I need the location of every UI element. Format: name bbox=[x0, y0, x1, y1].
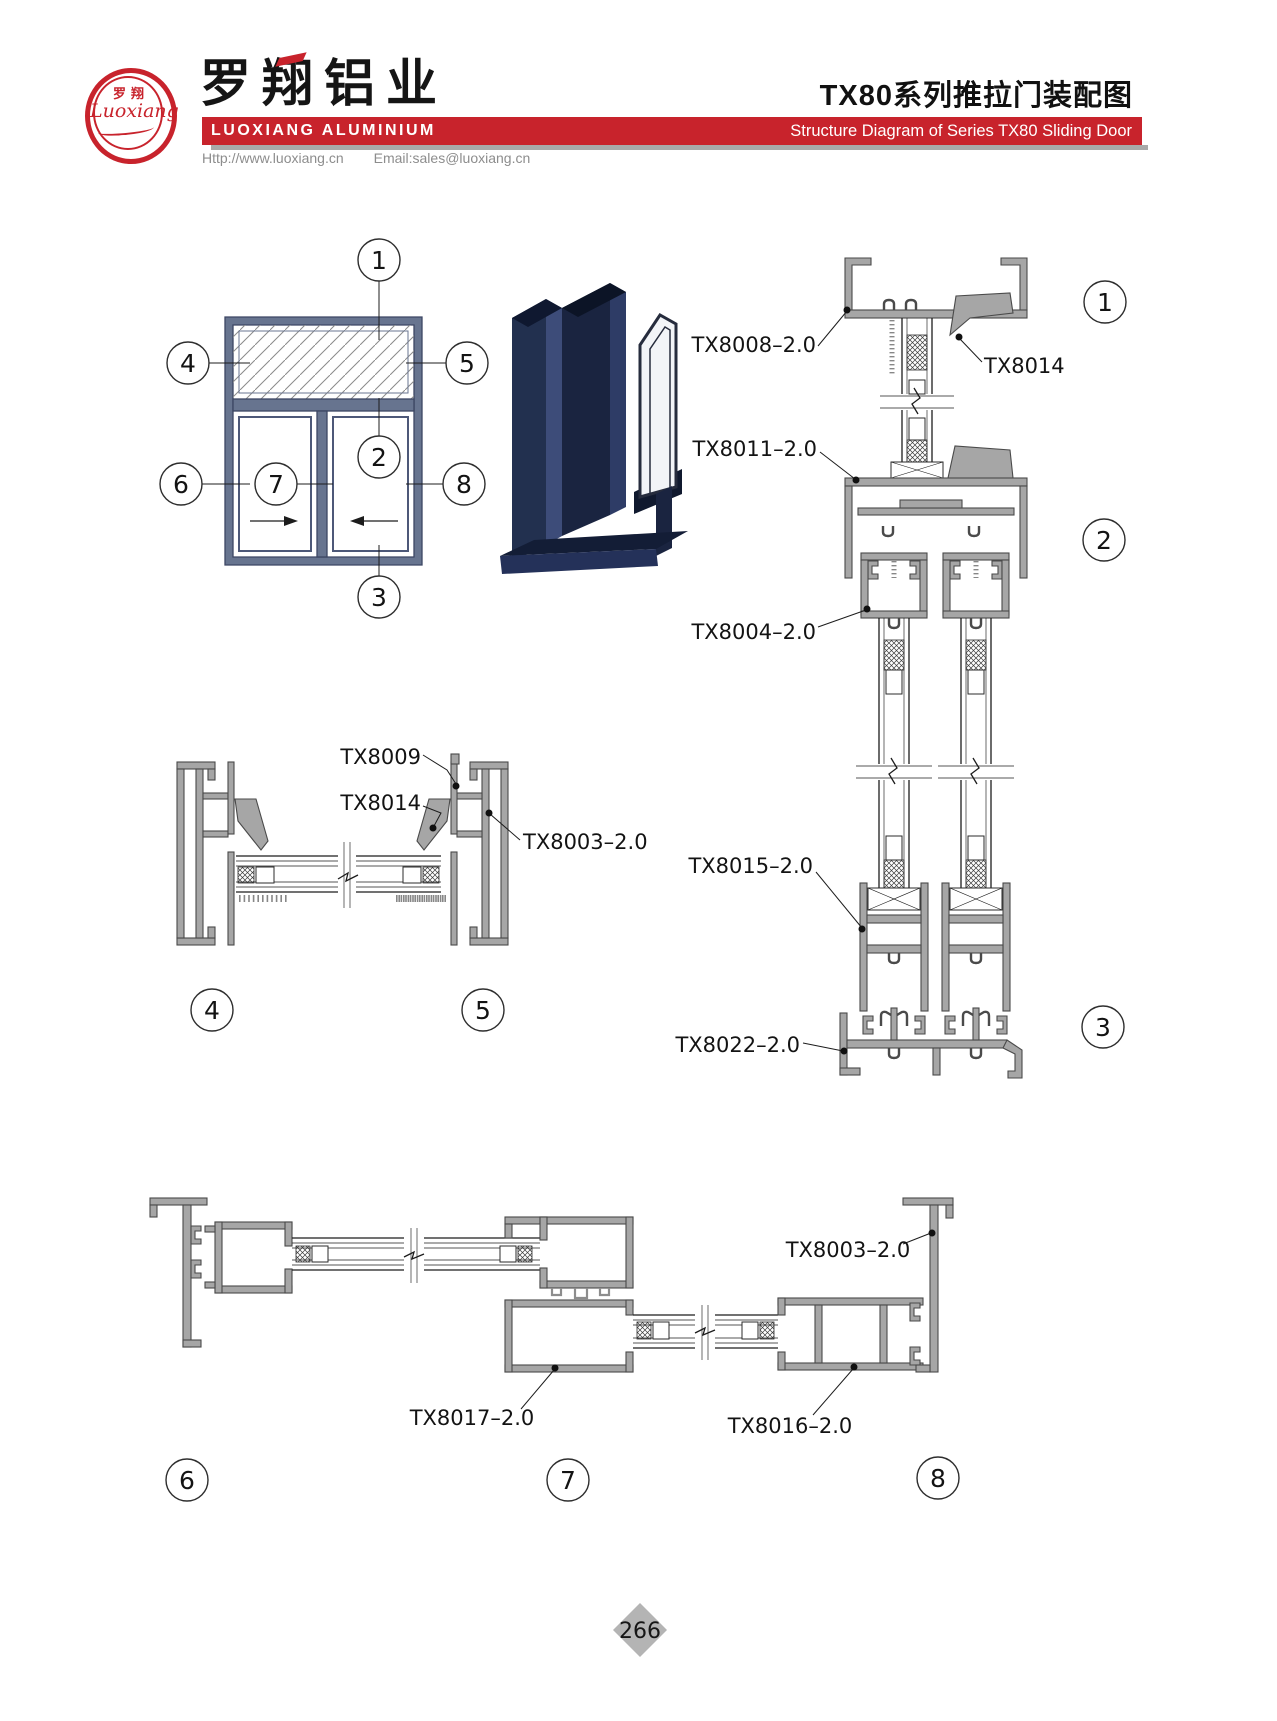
label-tx8016: TX8016–2.0 bbox=[727, 1414, 853, 1438]
callout-elev-1: 1 bbox=[357, 238, 401, 282]
svg-text:6: 6 bbox=[173, 470, 189, 499]
svg-text:3: 3 bbox=[1095, 1013, 1111, 1042]
brand-name-en: LUOXIANG ALUMINIUM bbox=[211, 122, 436, 139]
website-url: Http://www.luoxiang.cn bbox=[202, 150, 344, 166]
fixed-glass-hatch bbox=[233, 325, 414, 399]
profile-3d-render bbox=[500, 283, 688, 574]
callout-elev-6: 6 bbox=[159, 462, 203, 506]
brand-name-cn: 罗翔铝业 bbox=[200, 55, 449, 112]
callout-elev-4: 4 bbox=[166, 341, 210, 385]
callout-sec-2: 2 bbox=[1082, 518, 1126, 562]
label-tx8003-bottom: TX8003–2.0 bbox=[785, 1238, 911, 1262]
callout-sec-4: 4 bbox=[190, 988, 234, 1032]
svg-text:8: 8 bbox=[930, 1464, 946, 1493]
bottom-left-jamb bbox=[149, 1197, 208, 1348]
tx8009-strip bbox=[450, 753, 460, 765]
elevation-callout-leaders bbox=[202, 281, 446, 576]
bottom-glass-run-1 bbox=[292, 1228, 540, 1283]
vertical-section bbox=[839, 257, 1028, 1079]
callout-sec-8: 8 bbox=[916, 1456, 960, 1500]
slide-direction-arrows bbox=[250, 516, 398, 526]
callout-sec-3: 3 bbox=[1081, 1005, 1125, 1049]
svg-text:4: 4 bbox=[204, 996, 220, 1025]
svg-text:7: 7 bbox=[268, 470, 284, 499]
logo-script-text: Luoxiang bbox=[90, 100, 179, 122]
callouts: 1 4 5 2 6 7 8 3 1 2 3 4 5 6 7 8 bbox=[159, 238, 1127, 1502]
upper-glass-column bbox=[880, 318, 1014, 479]
svg-text:1: 1 bbox=[1097, 288, 1113, 317]
sash-stile-a bbox=[204, 1221, 293, 1294]
label-tx8009: TX8009 bbox=[339, 745, 421, 769]
company-logo: 罗翔 Luoxiang bbox=[85, 68, 179, 164]
callout-elev-5: 5 bbox=[445, 341, 489, 385]
label-tx8022: TX8022–2.0 bbox=[674, 1033, 800, 1057]
label-tx8003-mid: TX8003–2.0 bbox=[522, 830, 648, 854]
horizontal-section-bottom bbox=[149, 1197, 954, 1373]
label-tx8011: TX8011–2.0 bbox=[691, 437, 817, 461]
page-number-diamond: 266 bbox=[613, 1603, 667, 1657]
logo-inner-ring bbox=[93, 76, 163, 150]
sill-profile bbox=[839, 1008, 1023, 1079]
svg-text:5: 5 bbox=[459, 349, 475, 378]
elevation-diagram bbox=[202, 281, 446, 576]
svg-text:5: 5 bbox=[475, 996, 491, 1025]
mid-glass-run bbox=[236, 842, 446, 908]
svg-text:2: 2 bbox=[371, 443, 387, 472]
callout-sec-6: 6 bbox=[165, 1458, 209, 1502]
sash-stile-c bbox=[504, 1299, 634, 1373]
label-tx8008: TX8008–2.0 bbox=[690, 333, 816, 357]
transom-bar bbox=[232, 398, 415, 412]
callout-elev-2: 2 bbox=[357, 435, 401, 479]
page-number: 266 bbox=[619, 1619, 661, 1644]
lock-stile-d bbox=[777, 1297, 924, 1371]
callout-elev-3: 3 bbox=[357, 575, 401, 619]
bottom-right-jamb bbox=[902, 1197, 954, 1373]
label-tx8015: TX8015–2.0 bbox=[687, 854, 813, 878]
bottom-glass-run-2 bbox=[633, 1305, 778, 1360]
interlock-stile-b bbox=[504, 1216, 634, 1300]
glazing-bead-top bbox=[949, 292, 1014, 337]
label-tx8004: TX8004–2.0 bbox=[690, 620, 816, 644]
horizontal-section-mid bbox=[177, 753, 508, 945]
page-title-cn: TX80系列推拉门装配图 bbox=[819, 80, 1133, 112]
part-labels: TX8008–2.0 TX8014 TX8011–2.0 TX8004–2.0 … bbox=[339, 306, 1065, 1438]
svg-text:4: 4 bbox=[180, 349, 196, 378]
svg-text:7: 7 bbox=[560, 1466, 576, 1495]
callout-elev-7: 7 bbox=[254, 462, 298, 506]
svg-text:6: 6 bbox=[179, 1466, 195, 1495]
svg-text:1: 1 bbox=[371, 246, 387, 275]
svg-text:8: 8 bbox=[456, 470, 472, 499]
page-title-en: Structure Diagram of Series TX80 Sliding… bbox=[790, 121, 1132, 140]
label-tx8017: TX8017–2.0 bbox=[409, 1406, 535, 1430]
svg-text:3: 3 bbox=[371, 583, 387, 612]
callout-elev-8: 8 bbox=[442, 462, 486, 506]
contact-line: Http://www.luoxiang.cn Email:sales@luoxia… bbox=[202, 150, 530, 166]
label-tx8014-top: TX8014 bbox=[983, 354, 1065, 378]
callout-sec-7: 7 bbox=[546, 1458, 590, 1502]
svg-text:2: 2 bbox=[1096, 526, 1112, 555]
email-address: Email:sales@luoxiang.cn bbox=[373, 150, 531, 166]
label-tx8014-mid: TX8014 bbox=[339, 791, 421, 815]
header-red-bar: LUOXIANG ALUMINIUM Structure Diagram of … bbox=[202, 117, 1142, 145]
callout-sec-1: 1 bbox=[1083, 280, 1127, 324]
callout-sec-5: 5 bbox=[461, 988, 505, 1032]
logo-cn-text: 罗翔 bbox=[112, 86, 149, 101]
red-bar-shadow bbox=[211, 145, 1148, 150]
